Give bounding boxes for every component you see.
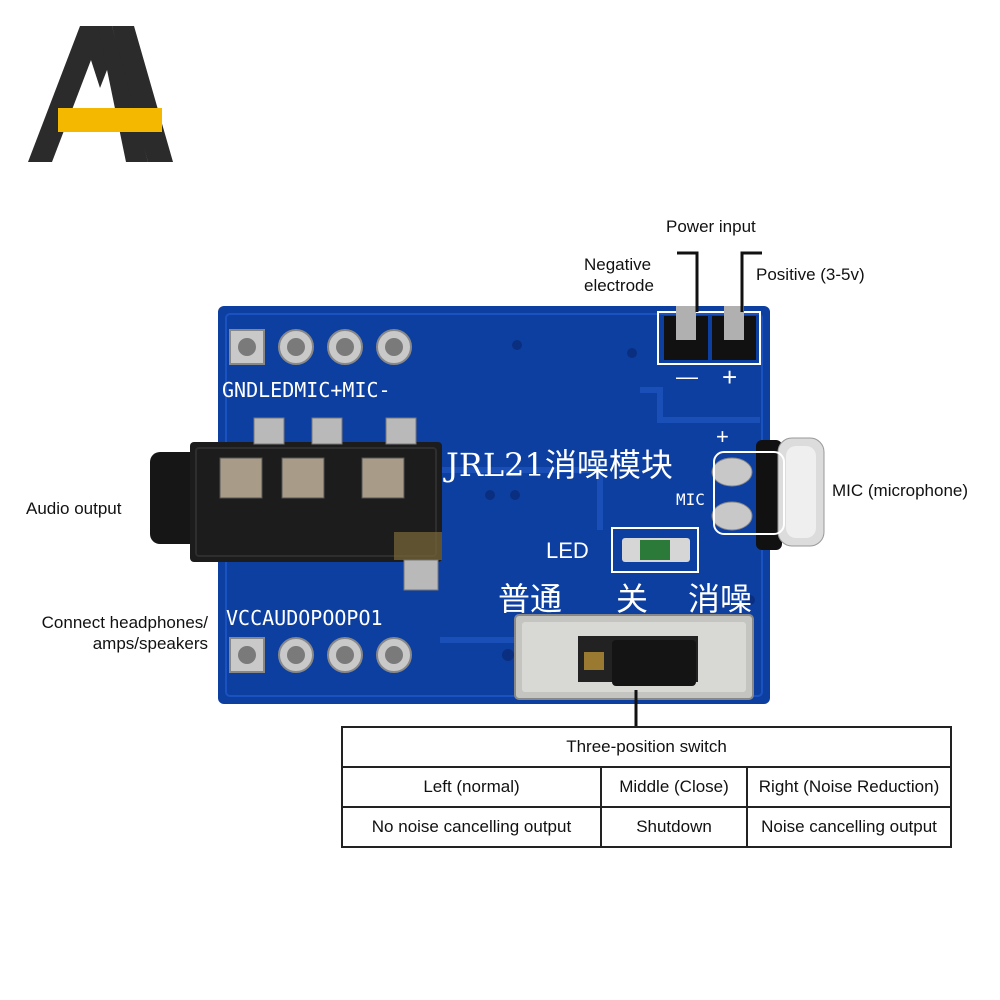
audio-output-label: Audio output [26,499,122,518]
header-right: Right (Noise Reduction) [746,766,952,808]
plus-sign: + [722,362,738,392]
connect-label: Connect headphones/ amps/speakers [10,612,208,654]
led-component [611,527,699,573]
negative-electrode-line1: Negative [584,255,652,274]
led-label: LED [546,538,589,563]
mode-normal-label: 普通 [498,580,563,618]
leader-line-positive [740,251,762,312]
power-input-label: Power input [666,217,756,236]
bottom-pin-holes [229,637,412,673]
positive-label: Positive (3-5v) [756,265,865,284]
top-pin-label: GNDLEDMIC+MIC- [222,378,391,402]
top-pin-holes [229,329,412,365]
audio-jack [150,417,442,591]
mic-plus-sign: + [716,424,729,449]
cell-right: Noise cancelling output [746,806,952,848]
switch-table: Three-position switch Left (normal) Midd… [341,726,952,848]
mic-label: MIC [676,490,705,509]
pcb-board [218,306,770,704]
negative-electrode-label: Negative electrode [584,254,654,296]
microphone [711,437,825,550]
header-left: Left (normal) [341,766,602,808]
table-title-row: Three-position switch [341,726,952,768]
negative-electrode-line2: electrode [584,276,654,295]
minus-sign: — [676,364,698,389]
cell-middle: Shutdown [600,806,748,848]
table-header-row: Left (normal) Middle (Close) Right (Nois… [341,766,952,808]
connect-line1: Connect headphones/ [41,613,208,632]
slide-switch [514,614,754,700]
mic-callout-label: MIC (microphone) [832,481,969,500]
board-title: JRL21消噪模块 [446,446,673,484]
table-title: Three-position switch [341,726,952,768]
power-header [657,306,761,365]
cell-left: No noise cancelling output [341,806,602,848]
header-middle: Middle (Close) [600,766,748,808]
leader-line-negative [677,251,699,312]
bottom-pin-label: VCCAUDOPOOPO1 [226,606,383,630]
connect-line2: amps/speakers [92,634,208,653]
mode-nr-label: 消噪 [688,580,753,618]
table-row: No noise cancelling output Shutdown Nois… [341,806,952,848]
mode-off-label: 关 [616,580,649,618]
brand-logo [28,26,173,162]
